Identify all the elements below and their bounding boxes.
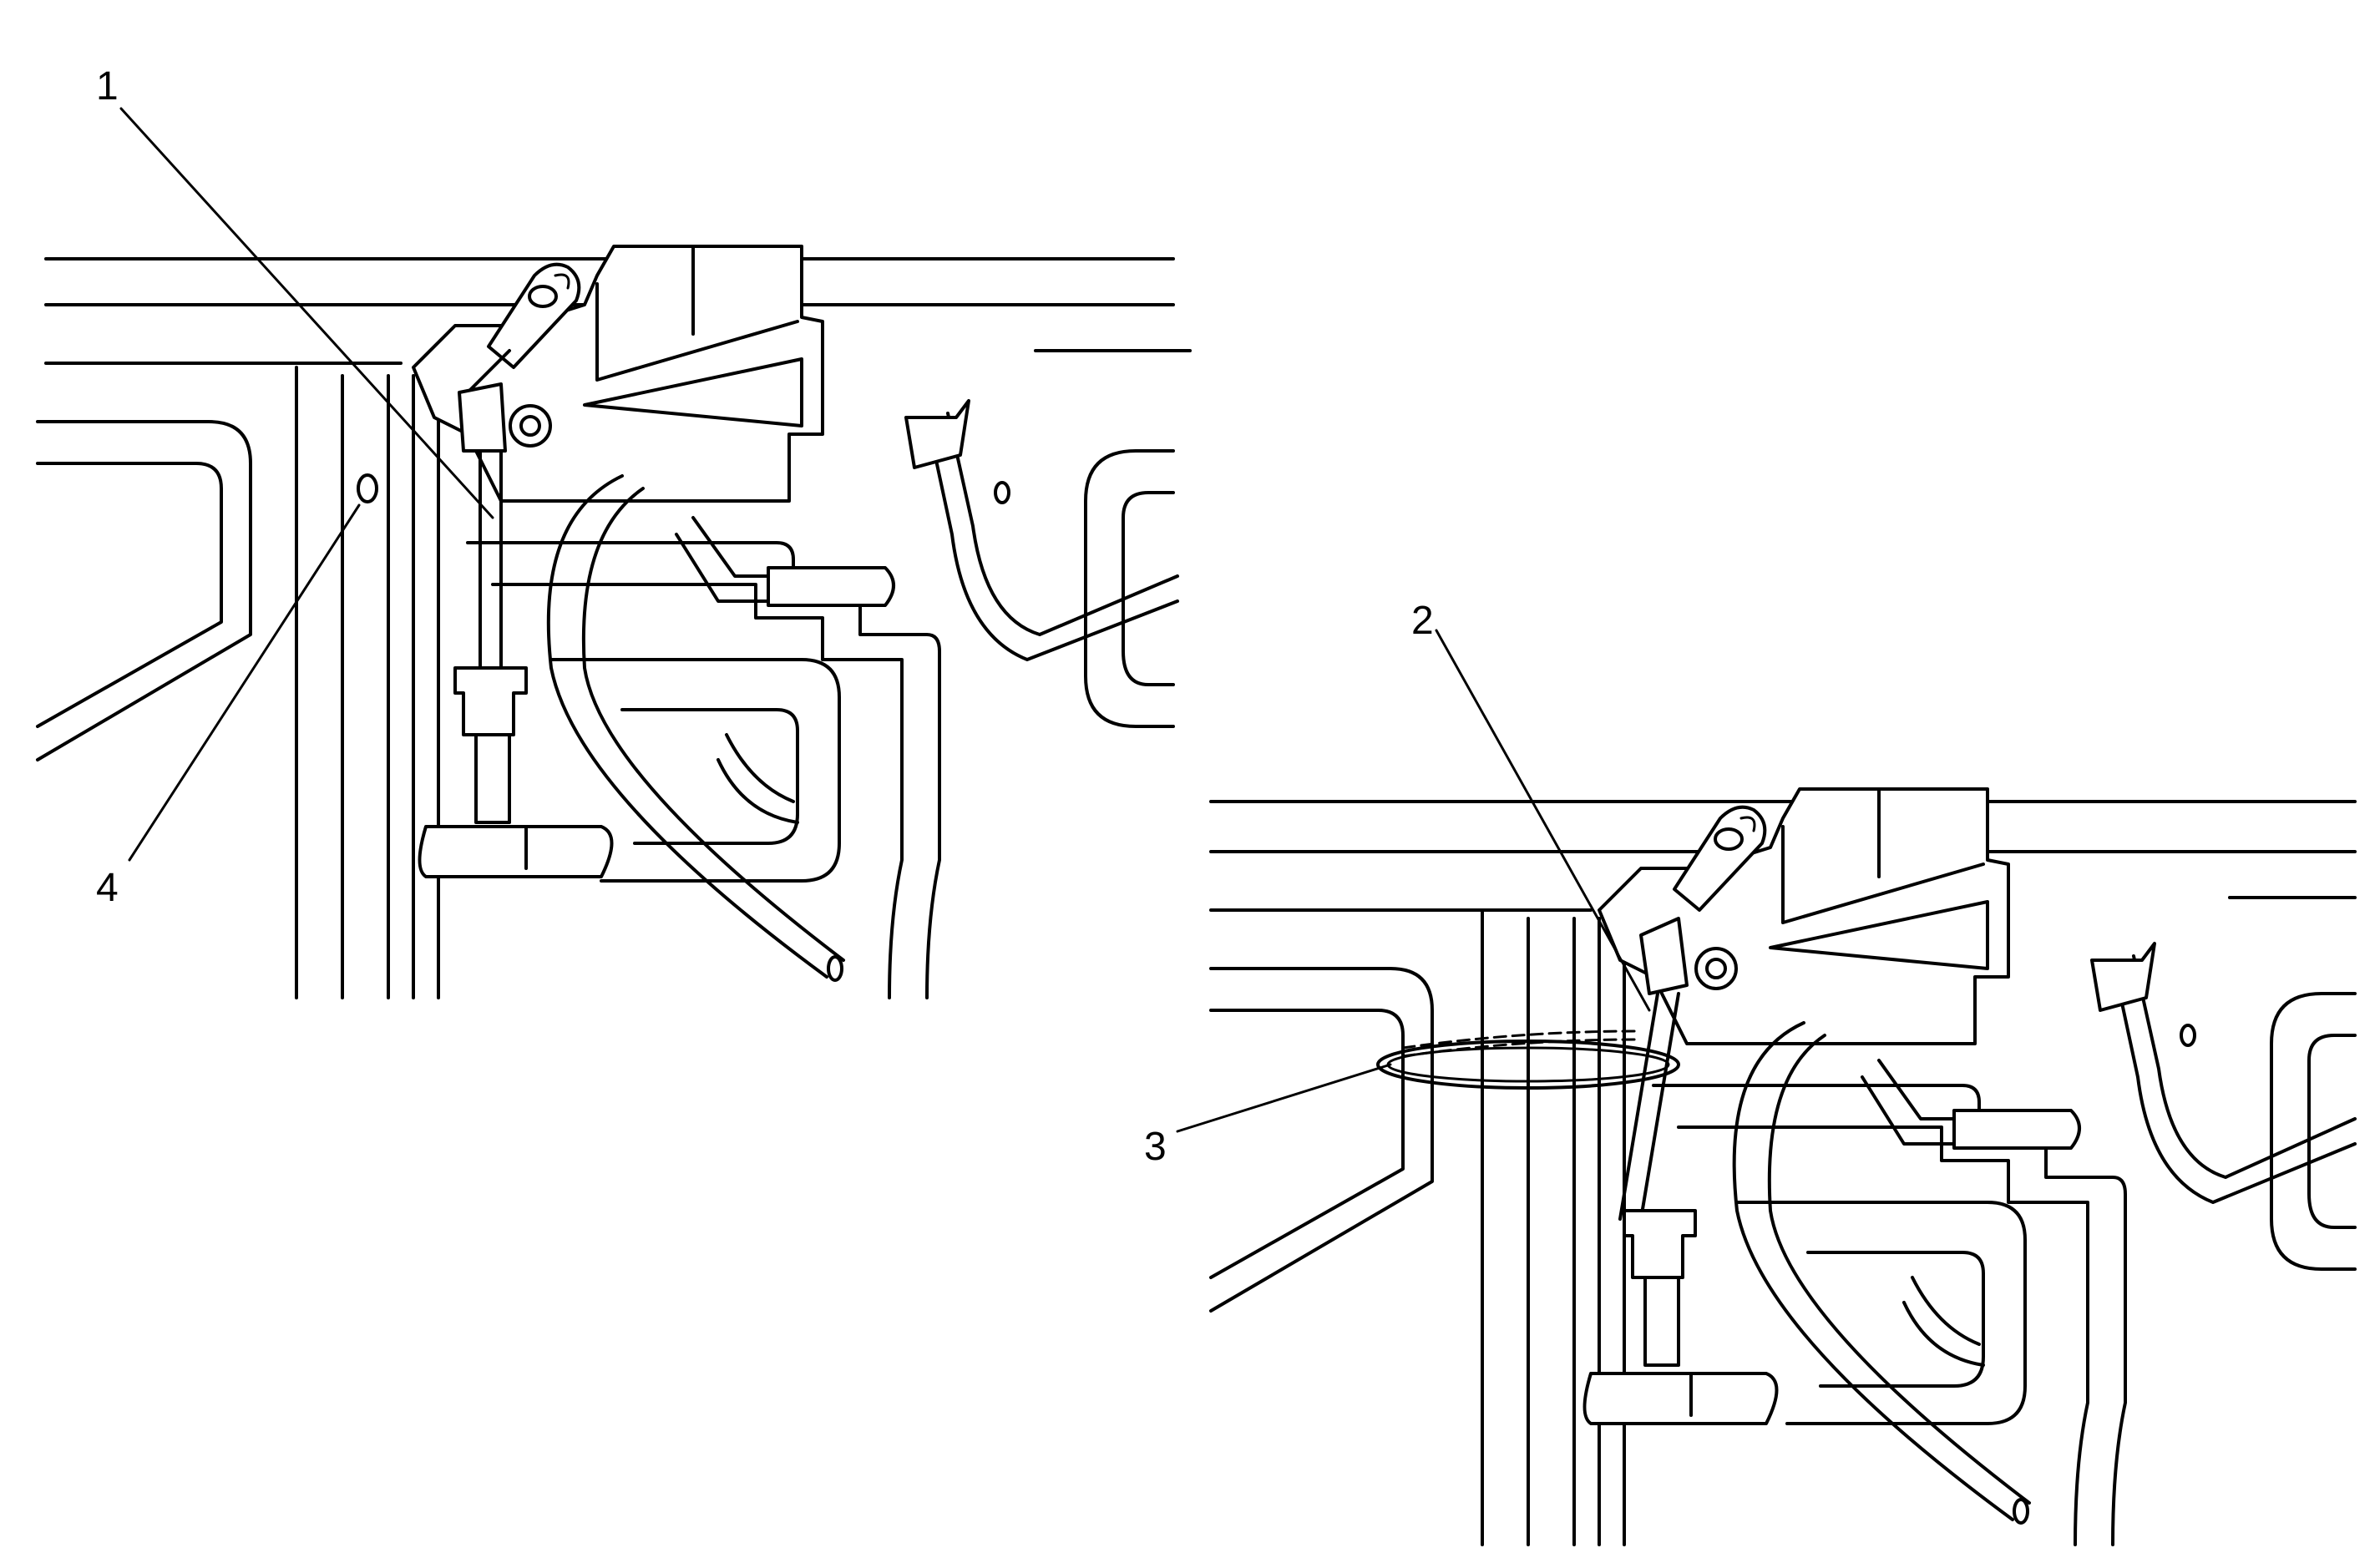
leader-line-4 xyxy=(128,503,361,862)
right-view xyxy=(1176,629,2357,1546)
left-view xyxy=(36,107,1192,999)
leader-line-2 xyxy=(1435,629,1651,1012)
leader-line-3 xyxy=(1176,1063,1392,1133)
leader-line-1 xyxy=(119,107,494,519)
callout-3: 3 xyxy=(1144,1125,1167,1169)
hole-icon xyxy=(357,473,378,503)
callout-2: 2 xyxy=(1411,599,1434,643)
callout-1: 1 xyxy=(96,64,119,109)
cable-tie-icon xyxy=(1376,1040,1680,1090)
callout-4: 4 xyxy=(96,866,119,910)
